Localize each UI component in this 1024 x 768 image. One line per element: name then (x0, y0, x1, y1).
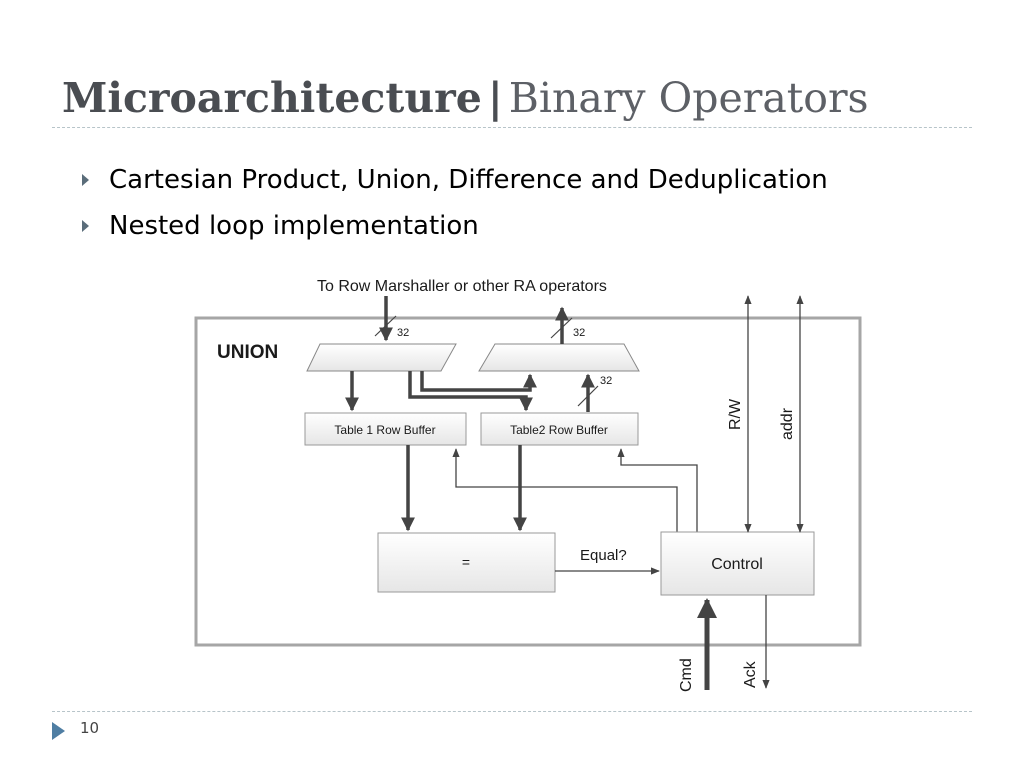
title-main: Microarchitecture (62, 74, 482, 122)
bus-width-label: 32 (573, 327, 585, 339)
title-divider (52, 127, 972, 128)
control-line (452, 448, 678, 532)
bus-width-label: 32 (600, 375, 612, 387)
bus-crossing-path (420, 371, 537, 392)
footer-divider (52, 711, 972, 712)
equal-signal-label: Equal? (580, 547, 627, 564)
bullet-arrow-icon (82, 174, 89, 186)
control-box (660, 531, 815, 596)
bullet-item: Nested loop implementation (80, 206, 828, 252)
table2-row-buffer-label: Table2 Row Buffer (510, 423, 608, 437)
bus-width-label: 32 (397, 327, 409, 339)
page-arrow-icon (52, 722, 65, 740)
comparator-label: = (462, 554, 470, 570)
union-boundary (194, 316, 862, 647)
bullet-list: Cartesian Product, Union, Difference and… (80, 160, 828, 252)
bullet-text: Cartesian Product, Union, Difference and… (109, 165, 828, 195)
addr-signal-label: addr (779, 407, 796, 440)
bus-width-slash (374, 315, 397, 337)
control-line (617, 448, 698, 532)
rw-signal-label: R/W (727, 398, 744, 430)
left-multiplexer (306, 343, 457, 372)
union-label: UNION (217, 342, 278, 363)
slide-title: Microarchitecture|Binary Operators (62, 72, 869, 124)
page-number: 10 (80, 719, 100, 737)
ack-signal-label: Ack (742, 660, 759, 688)
bullet-item: Cartesian Product, Union, Difference and… (80, 160, 828, 206)
right-multiplexer (478, 343, 640, 372)
bullet-arrow-icon (82, 220, 89, 232)
title-subtitle: Binary Operators (508, 74, 869, 122)
table1-row-buffer-label: Table 1 Row Buffer (334, 423, 435, 437)
bullet-text: Nested loop implementation (109, 211, 479, 241)
top-io-label: To Row Marshaller or other RA operators (317, 278, 607, 295)
cmd-signal-label: Cmd (678, 658, 695, 692)
table2-row-buffer (480, 412, 639, 446)
bus-width-slash (577, 385, 599, 407)
bus-width-slash (550, 317, 573, 339)
table1-row-buffer (304, 412, 467, 446)
bus-crossing-path (408, 371, 533, 412)
control-label: Control (711, 556, 763, 573)
title-separator: | (487, 74, 503, 122)
comparator-box (377, 532, 556, 593)
